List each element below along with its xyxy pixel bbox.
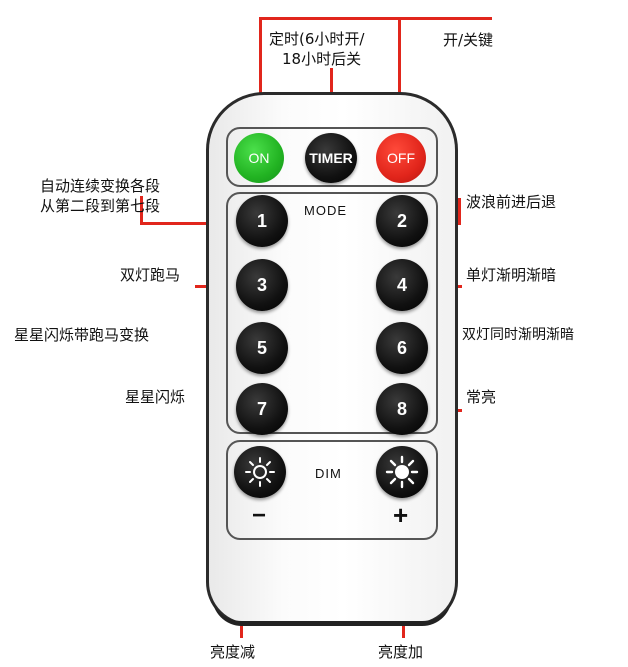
annotation-timer-line1: 定时(6小时开/ (269, 30, 365, 48)
power-panel (226, 127, 438, 187)
timer-button[interactable]: TIMER (305, 133, 357, 183)
sun-small-icon (245, 457, 275, 487)
off-button-label: OFF (387, 150, 415, 166)
on-button-label: ON (248, 150, 270, 166)
annotation-star-chase: 星星闪烁带跑马变换 (14, 326, 150, 344)
mode-button-6[interactable]: 6 (376, 322, 428, 374)
mode-button-4-label: 4 (396, 274, 407, 295)
on-button[interactable]: ON (234, 133, 284, 183)
sun-bright-icon (385, 455, 419, 489)
mode-button-8-label: 8 (396, 398, 407, 419)
annotation-dim-up: 亮度加 (378, 643, 424, 661)
annotation-wave: 波浪前进后退 (466, 193, 557, 211)
line-on-vertical (259, 17, 262, 142)
mode-button-3-label: 3 (256, 274, 267, 295)
mode-button-1-label: 1 (256, 210, 267, 231)
annotation-auto-cycle-line1: 自动连续变换各段 (40, 177, 161, 195)
annotation-timer-line2: 18小时后关 (282, 50, 362, 68)
mode-button-5[interactable]: 5 (236, 322, 288, 374)
plus-sign: + (393, 500, 409, 530)
mode-button-2[interactable]: 2 (376, 195, 428, 247)
annotation-single-fade: 单灯渐明渐暗 (466, 266, 557, 284)
annotation-dual-chase: 双灯跑马 (120, 266, 181, 284)
line-off-vertical (398, 17, 401, 142)
remote-bottom-edge (212, 596, 452, 626)
annotation-dim-down: 亮度减 (210, 643, 256, 661)
annotation-dual-fade: 双灯同时渐明渐暗 (462, 327, 574, 343)
mode-title: MODE (304, 203, 347, 218)
line-top-horizontal (260, 17, 492, 20)
annotation-star-twinkle: 星星闪烁 (125, 388, 186, 406)
mode-button-7[interactable]: 7 (236, 383, 288, 435)
off-button[interactable]: OFF (376, 133, 426, 183)
mode-button-6-label: 6 (396, 337, 407, 358)
dim-up-button[interactable] (376, 446, 428, 498)
dim-down-button[interactable] (234, 446, 286, 498)
dim-title: DIM (315, 466, 342, 481)
mode-button-3[interactable]: 3 (236, 259, 288, 311)
line-btn2-up (458, 198, 461, 225)
annotation-onoff: 开/关键 (443, 31, 494, 49)
mode-button-1[interactable]: 1 (236, 195, 288, 247)
annotation-auto-cycle-line2: 从第二段到第七段 (40, 197, 161, 215)
mode-panel (226, 192, 438, 434)
mode-button-4[interactable]: 4 (376, 259, 428, 311)
mode-button-7-label: 7 (256, 398, 267, 419)
line-btn1 (140, 222, 238, 225)
line-btn1-up (140, 196, 143, 224)
timer-button-label: TIMER (309, 150, 353, 166)
mode-button-8[interactable]: 8 (376, 383, 428, 435)
minus-sign: − (252, 502, 267, 529)
mode-button-5-label: 5 (256, 337, 267, 358)
mode-button-2-label: 2 (396, 210, 407, 231)
dim-panel (226, 440, 438, 540)
annotation-steady-on: 常亮 (466, 388, 497, 406)
